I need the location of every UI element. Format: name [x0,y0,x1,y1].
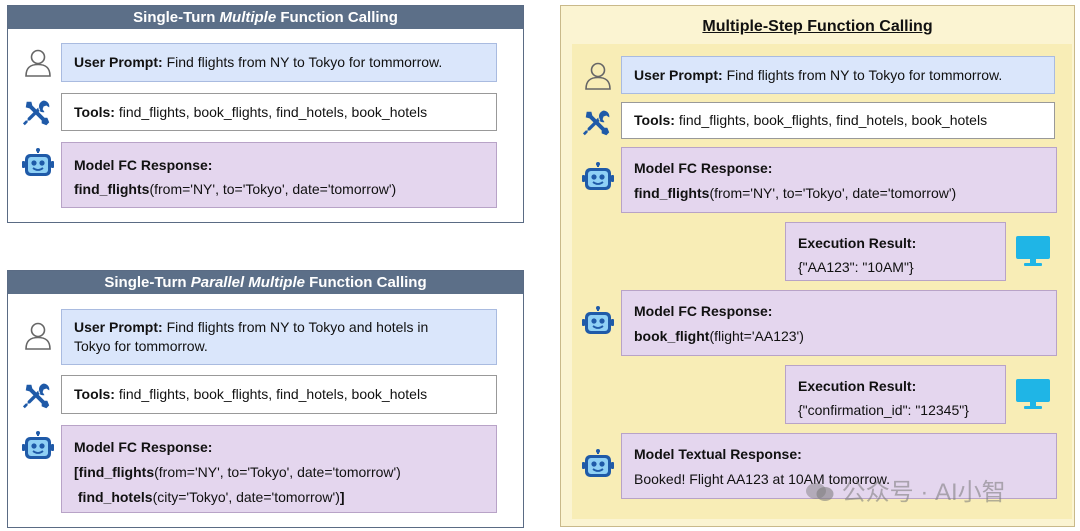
execution-result-box-1: Execution Result: {"AA123": "10AM"} [785,222,1006,281]
model-fc-response-box: Model FC Response: find_flights(from='NY… [61,142,497,208]
model-fc-response-box-2: Model FC Response: book_flight(flight='A… [621,290,1057,356]
robot-icon [22,148,54,180]
panel-title: Multiple-Step Function Calling [702,18,933,35]
tools-icon [22,98,52,128]
tools-box: Tools: find_flights, book_flights, find_… [621,102,1055,139]
panel-title: Single-Turn Multiple Function Calling [8,6,523,29]
model-fc-response-box-1: Model FC Response: find_flights(from='NY… [621,147,1057,213]
monitor-icon [1015,378,1051,410]
tools-box: Tools: find_flights, book_flights, find_… [61,93,497,131]
model-textual-response-box: Model Textual Response: Booked! Flight A… [621,433,1057,499]
execution-result-box-2: Execution Result: {"confirmation_id": "1… [785,365,1006,424]
tools-box: Tools: find_flights, book_flights, find_… [61,375,497,414]
tools-icon [22,381,52,411]
user-prompt-box: User Prompt: Find flights from NY to Tok… [621,56,1055,94]
user-prompt-box: User Prompt: Find flights from NY to Tok… [61,309,497,365]
monitor-icon [1015,235,1051,267]
wechat-icon [806,483,834,501]
model-fc-response-box: Model FC Response: [find_flights(from='N… [61,425,497,513]
robot-icon [22,431,54,463]
robot-icon [582,449,614,481]
user-prompt-box: User Prompt: Find flights from NY to Tok… [61,43,497,82]
watermark: 公众号 · AI小智 [805,472,1006,507]
robot-icon [582,162,614,194]
tools-icon [582,108,612,138]
panel-title: Single-Turn Parallel Multiple Function C… [8,271,523,294]
user-icon [582,60,614,92]
user-icon [22,320,54,352]
robot-icon [582,306,614,338]
user-icon [22,47,54,79]
